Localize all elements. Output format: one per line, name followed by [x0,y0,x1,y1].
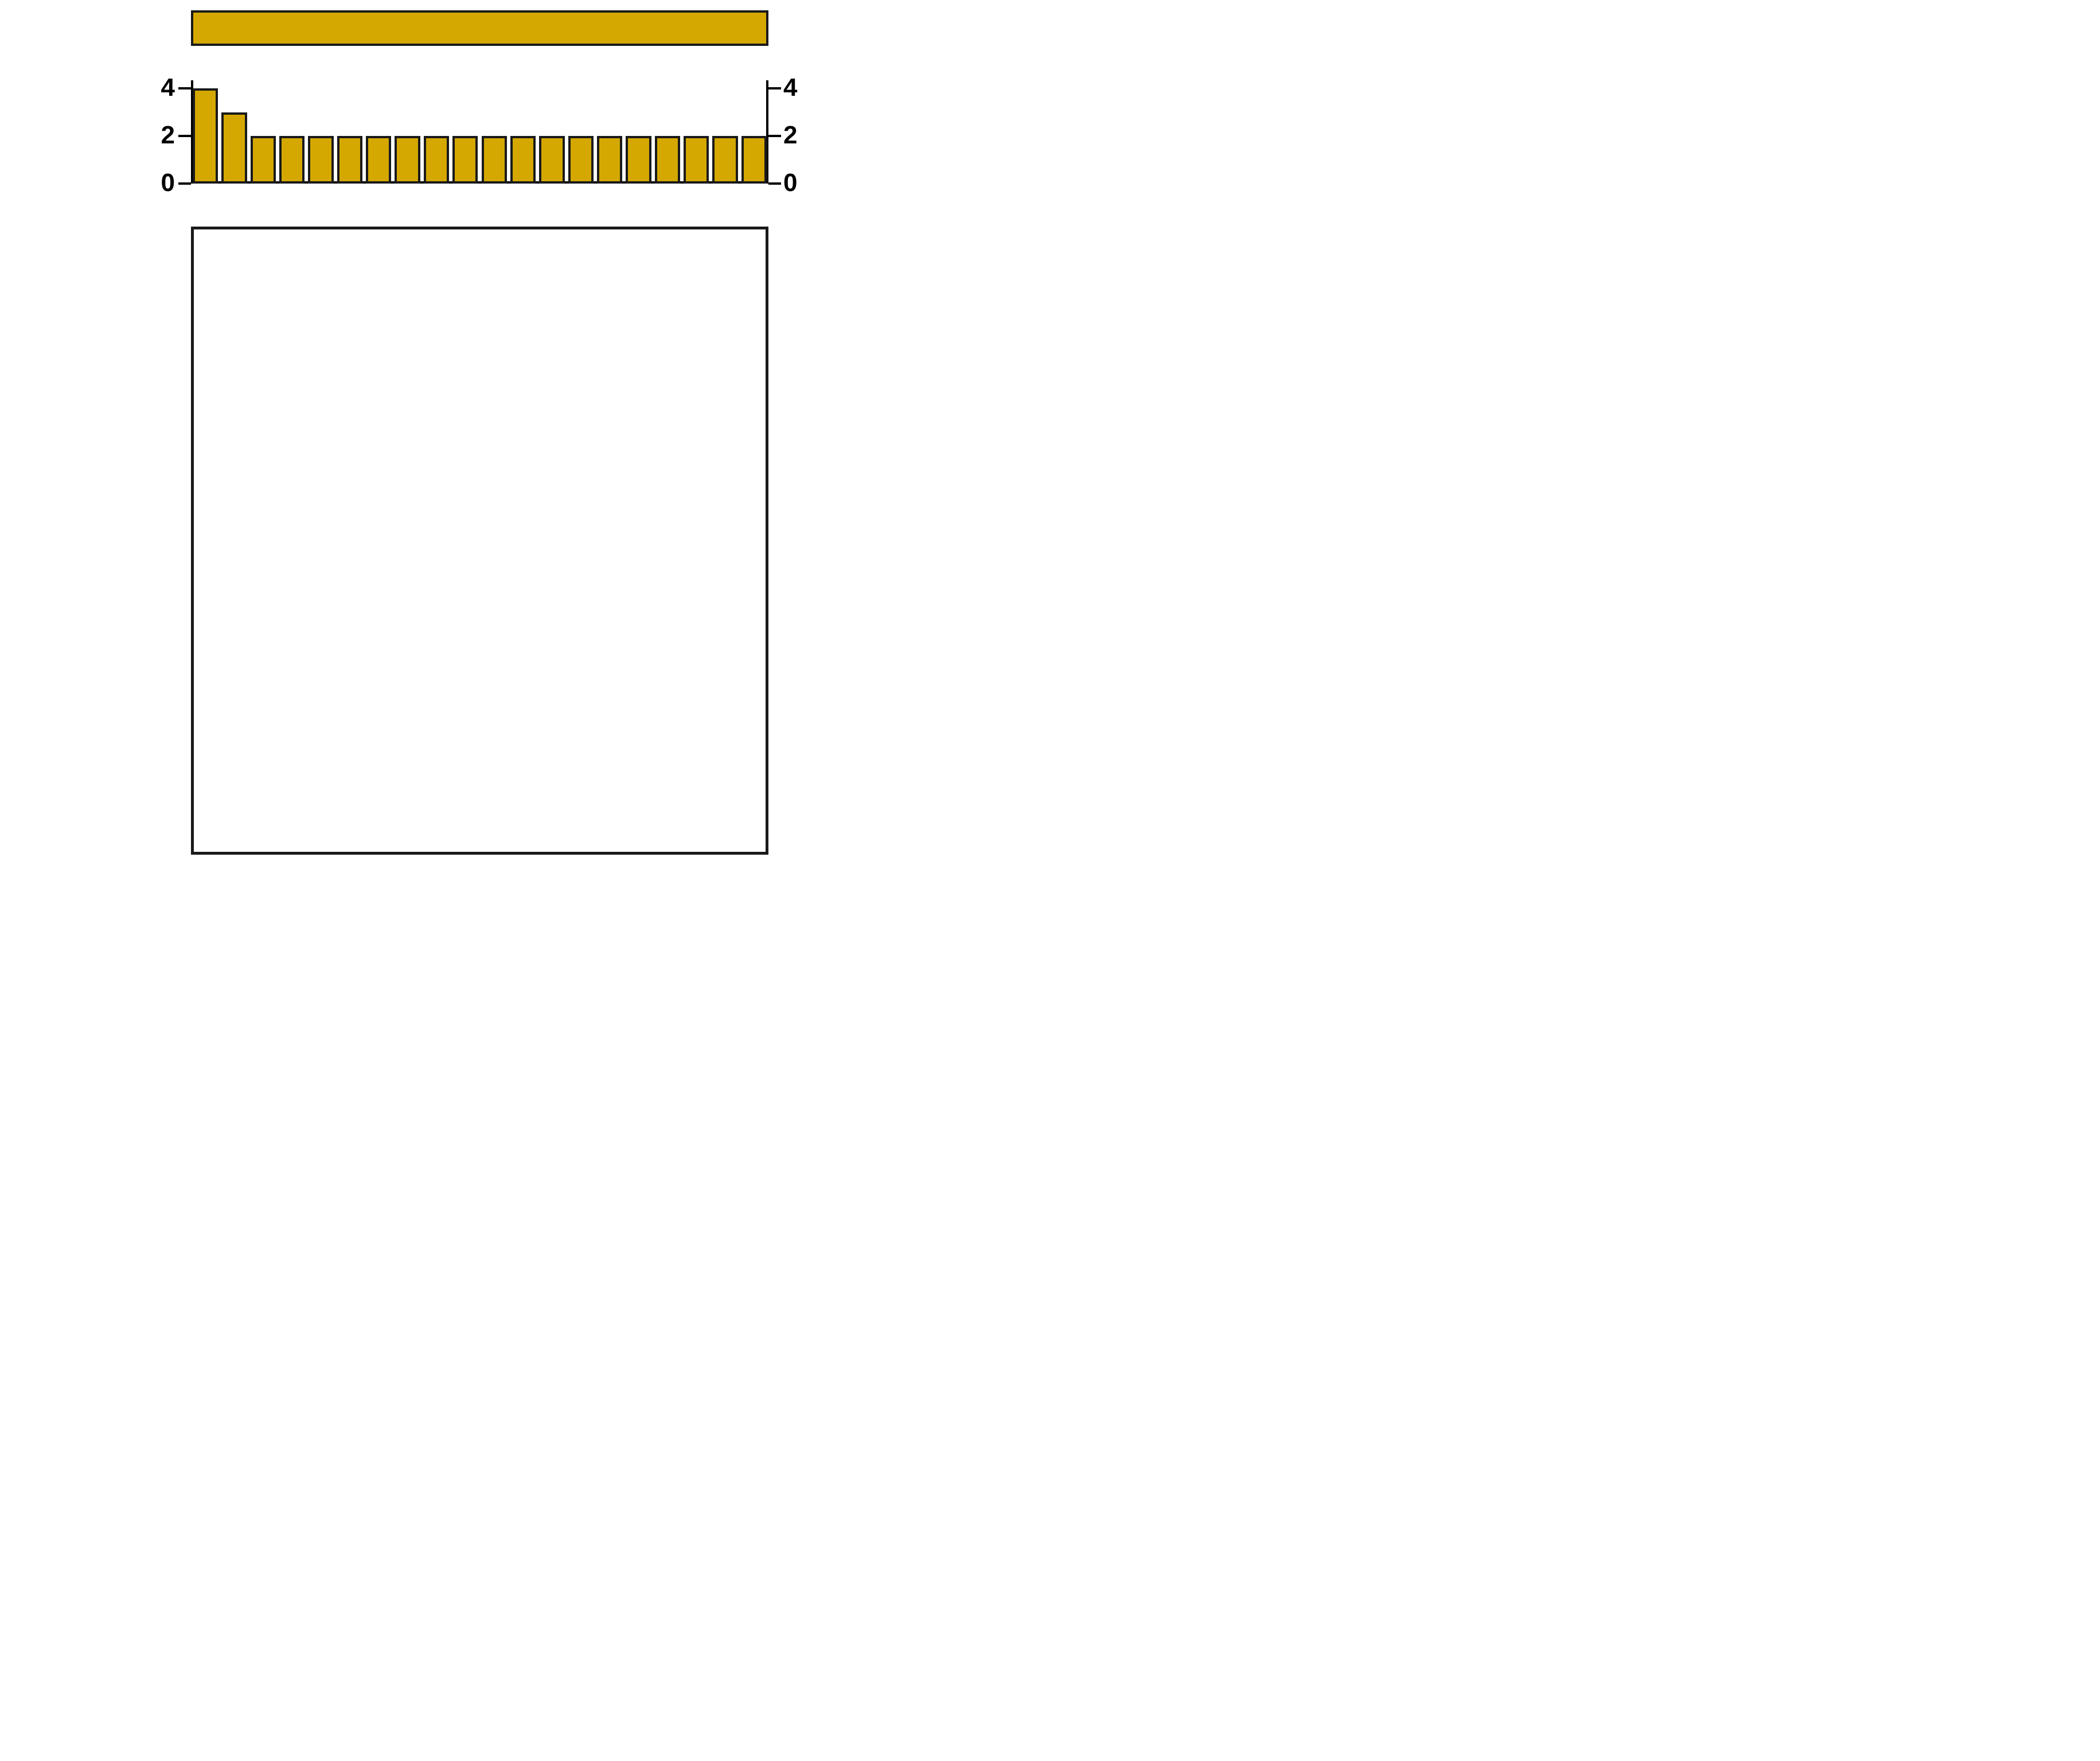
axis-tick [178,87,191,90]
axis-tick-label: 4 [161,73,175,102]
bar [712,136,738,184]
bar [539,136,565,184]
axis-tick [178,182,191,185]
bar [510,136,536,184]
bar [366,136,392,184]
bar [337,136,363,184]
bar [654,136,680,184]
axis-tick [768,182,781,185]
axis-tick-label: 2 [783,121,798,150]
axis-tick-label: 0 [161,169,175,197]
axis-tick [768,87,781,90]
axis-tick [768,135,781,138]
bar [279,136,305,184]
bar [626,136,651,184]
bar [481,136,507,184]
bar [423,136,450,184]
bar [452,136,478,184]
bar [193,88,218,184]
axis-tick-label: 4 [783,73,798,102]
axis-tick-label: 2 [161,121,175,150]
panel-title-kegg [191,10,768,46]
bar [683,136,709,184]
bar [395,136,420,184]
bar [250,136,276,184]
axis-tick [178,135,191,138]
membership-matrix-kegg [191,227,768,855]
bar-chart-kegg [191,80,768,184]
bar [221,112,247,184]
bar [568,136,594,184]
bar [596,136,623,184]
bar [308,136,334,184]
bar [741,136,767,184]
axis-tick-label: 0 [783,169,798,197]
